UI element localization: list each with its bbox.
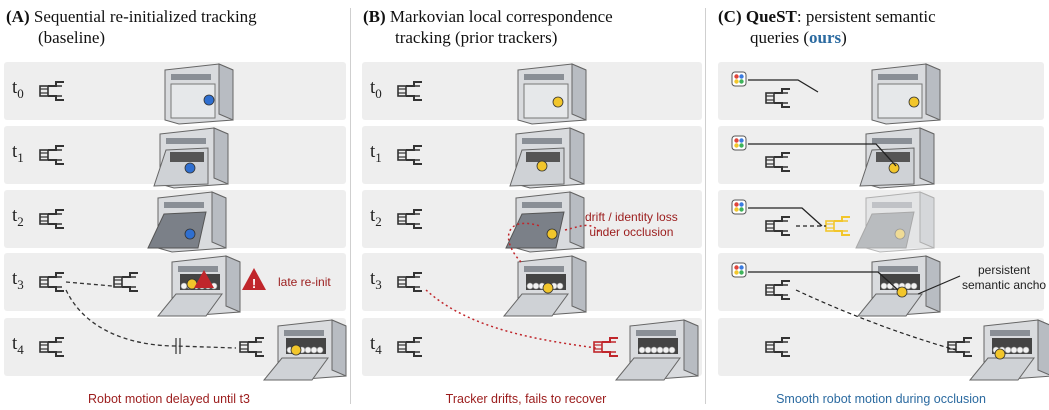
timestep-label: t1 [370,141,382,165]
panel-b: (B) Markovian local correspondence track… [357,0,695,410]
divider-bc [705,8,706,404]
panel-b-caption: Tracker drifts, fails to recover [445,392,607,406]
panel-a-title: (A) Sequential re-initialized tracking (… [6,7,257,47]
timestep-row [718,62,1044,120]
timestep-row [362,62,702,120]
timestep-row [718,126,1044,184]
timestep-label: t1 [12,141,24,165]
timestep-label: t2 [370,205,382,229]
timestep-label: t4 [12,333,24,357]
panel-c-caption: Smooth robot motion during occlusion [776,392,986,406]
panel-c-title: (C) QueST: persistent semantic queries (… [718,7,936,47]
timestep-row [718,318,1044,376]
late-reinit-label: late re-init [278,275,331,289]
timestep-label: t3 [370,268,382,292]
divider-ab [350,8,351,404]
timestep-label: t2 [12,205,24,229]
timestep-row [4,126,346,184]
timestep-row [4,190,346,248]
panel-c: (C) QueST: persistent semantic queries (… [712,0,1049,410]
timestep-row [4,62,346,120]
timestep-row [4,318,346,376]
timestep-row [718,190,1044,248]
timestep-label: t0 [12,77,24,101]
timestep-label: t3 [12,268,24,292]
timestep-label: t4 [370,333,382,357]
panel-a: (A) Sequential re-initialized tracking (… [0,0,338,410]
timestep-row [362,318,702,376]
panel-a-caption: Robot motion delayed until t3 [88,392,250,406]
timestep-label: t0 [370,77,382,101]
timestep-row [362,126,702,184]
timestep-row [362,253,702,311]
panel-b-title: (B) Markovian local correspondence track… [363,7,613,47]
